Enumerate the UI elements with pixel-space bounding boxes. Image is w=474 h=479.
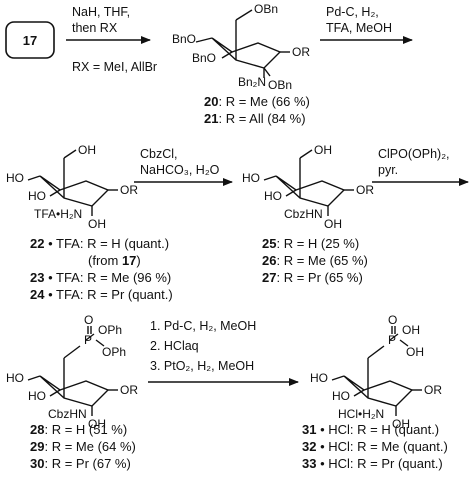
- product-21: 21: R = All (84 %): [204, 111, 306, 126]
- atom-oh-top-22: OH: [78, 143, 96, 157]
- atom-or-right-22: OR: [120, 183, 138, 197]
- atom-or-right-25: OR: [356, 183, 374, 197]
- atom-ho-left-31: HO: [310, 371, 328, 385]
- atom-oh-bottom-22: OH: [88, 217, 106, 231]
- atom-ho-left-28: HO: [6, 371, 24, 385]
- structure-25-27: [263, 149, 354, 216]
- atom-p-28: P: [84, 333, 92, 347]
- atom-bn2n: Bn₂N: [238, 75, 266, 89]
- atom-oh-bottom-31: OH: [392, 417, 410, 431]
- structure-20-21: [195, 9, 290, 78]
- product-33: 33 • HCl: R = Pr (quant.): [302, 456, 443, 471]
- product-32: 32 • HCl: R = Me (quant.): [302, 439, 448, 454]
- reagent-3a: CbzCl,: [140, 147, 178, 161]
- atom-ho-mid-28: HO: [28, 389, 46, 403]
- atom-ho-left-22: HO: [6, 171, 24, 185]
- atom-cbzhn-28: CbzHN: [48, 407, 87, 421]
- product-20: 20: R = Me (66 %): [204, 94, 310, 109]
- atom-bno-mid: BnO: [192, 51, 216, 65]
- product-22: 22 • TFA: R = H (quant.): [30, 236, 169, 251]
- atom-obn-bottom: OBn: [268, 78, 292, 92]
- atom-ho-mid-22: HO: [28, 189, 46, 203]
- structure-31-33: [331, 326, 422, 416]
- reagent-1b: then RX: [72, 21, 118, 35]
- atom-oh-bottom-25: OH: [324, 217, 342, 231]
- product-25: 25: R = H (25 %): [262, 236, 359, 251]
- atom-tfa-amine: TFA•H₂N: [34, 207, 82, 221]
- atom-hcl-amine: HCl•H₂N: [338, 407, 384, 421]
- atom-ho-mid-25: HO: [264, 189, 282, 203]
- reagent-5c: 3. PtO₂, H₂, MeOH: [150, 359, 254, 373]
- atom-obn-top: OBn: [254, 2, 278, 16]
- atom-oh-top-25: OH: [314, 143, 332, 157]
- atom-oh2-31: OH: [406, 345, 424, 359]
- atom-or-right-31: OR: [424, 383, 442, 397]
- atom-p-31: P: [388, 333, 396, 347]
- product-22-note: (from 17): [88, 253, 141, 268]
- atom-ho-left-25: HO: [242, 171, 260, 185]
- reagent-4a: ClPO(OPh)₂,: [378, 147, 450, 161]
- atom-oh1-31: OH: [402, 323, 420, 337]
- reagent-2b: TFA, MeOH: [326, 21, 392, 35]
- rx-note: RX = MeI, AllBr: [72, 60, 157, 74]
- compound-17-label: 17: [23, 33, 37, 48]
- product-26: 26: R = Me (65 %): [262, 253, 368, 268]
- atom-p-o-top-31: O: [388, 313, 397, 327]
- atom-oh-bottom-28: OH: [88, 417, 106, 431]
- structure-28-30: [27, 326, 118, 416]
- product-28: 28: R = H (51 %): [30, 422, 127, 437]
- reagent-2a: Pd-C, H₂,: [326, 5, 379, 19]
- structure-22-24: [27, 149, 118, 216]
- product-27: 27: R = Pr (65 %): [262, 270, 363, 285]
- reagent-3b: NaHCO₃, H₂O: [140, 163, 220, 177]
- product-31: 31 • HCl: R = H (quant.): [302, 422, 439, 437]
- atom-oph2: OPh: [102, 345, 126, 359]
- product-30: 30: R = Pr (67 %): [30, 456, 131, 471]
- atom-ho-mid-31: HO: [332, 389, 350, 403]
- reagent-1a: NaH, THF,: [72, 5, 130, 19]
- reagent-5b: 2. HClaq: [150, 339, 199, 353]
- product-23: 23 • TFA: R = Me (96 %): [30, 270, 171, 285]
- reagent-5a: 1. Pd-C, H₂, MeOH: [150, 319, 256, 333]
- atom-oph1: OPh: [98, 323, 122, 337]
- atom-or-right-28: OR: [120, 383, 138, 397]
- atom-cbzhn-25: CbzHN: [284, 207, 323, 221]
- compound-17-box: [5, 21, 55, 59]
- atom-p-o-top-28: O: [84, 313, 93, 327]
- atom-bno-left: BnO: [172, 32, 196, 46]
- product-29: 29: R = Me (64 %): [30, 439, 136, 454]
- atom-or-right: OR: [292, 45, 310, 59]
- reagent-4b: pyr.: [378, 163, 398, 177]
- product-24: 24 • TFA: R = Pr (quant.): [30, 287, 173, 302]
